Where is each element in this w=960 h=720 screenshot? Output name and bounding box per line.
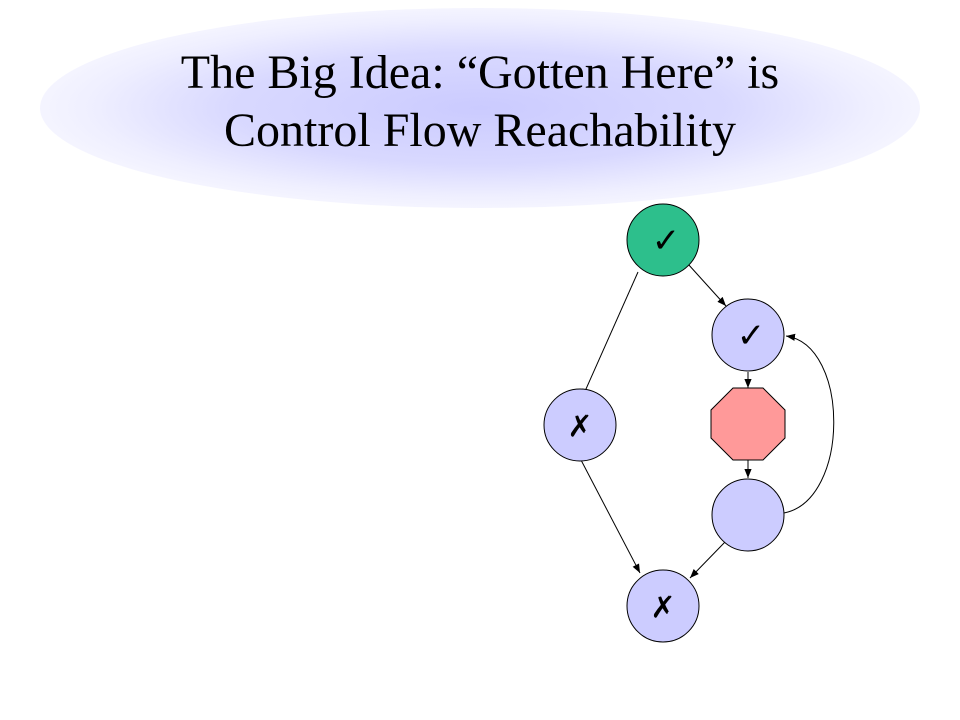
node-stop	[710, 387, 786, 461]
node-left-branch: ✗	[543, 388, 617, 462]
cross-icon: ✗	[567, 410, 592, 445]
cross-icon: ✗	[650, 591, 675, 626]
edge-entry-to-left-branch	[581, 271, 639, 399]
node-loop-head: ✓	[711, 298, 785, 372]
slide-title: The Big Idea: “Gotten Here” is Control F…	[0, 44, 960, 160]
node-loop-tail	[711, 478, 785, 552]
node-entry: ✓	[626, 203, 700, 277]
title-glow-background	[40, 8, 920, 208]
edge-loop-tail-to-exit	[689, 541, 726, 579]
edge-entry-to-loop-head	[687, 263, 727, 307]
edge-left-branch-to-exit	[580, 459, 641, 574]
check-icon: ✓	[737, 316, 766, 356]
stop-octagon	[710, 387, 786, 461]
node-exit: ✗	[626, 569, 700, 643]
slide-title-line-2: Control Flow Reachability	[224, 104, 736, 157]
slide-title-line-1: The Big Idea: “Gotten Here” is	[180, 46, 780, 99]
check-icon: ✓	[652, 221, 681, 261]
edge-loop-tail-back-to-loop-head	[783, 333, 835, 514]
